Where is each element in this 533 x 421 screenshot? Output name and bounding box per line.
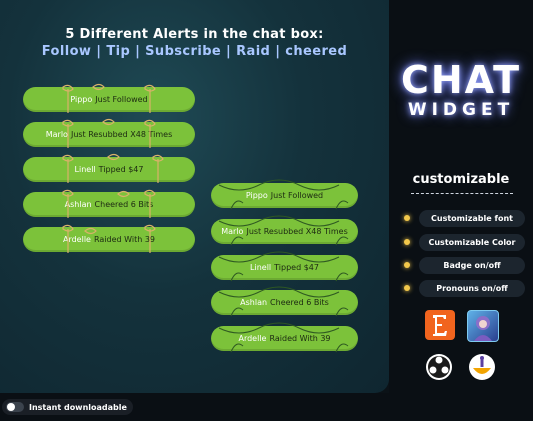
instant-download-toggle[interactable]: Instant downloadable (2, 399, 133, 415)
headline: 5 Different Alerts in the chat box: (65, 27, 324, 42)
alert-pill-raid: Ardelle Raided With 39 (23, 224, 195, 253)
bullet-dot (404, 262, 410, 268)
alert-pill-follow-vine: Pippo Just Followed (211, 179, 358, 210)
feature-pronouns-toggle: Pronouns on/off (419, 280, 525, 297)
alert-message: Raided With 39 (269, 334, 331, 343)
alert-message: Cheered 6 Bits (94, 200, 154, 209)
alert-username: Linell (74, 165, 96, 174)
alert-pill-follow: Pippo Just Followed (23, 83, 195, 113)
feature-badge-toggle: Badge on/off (419, 257, 525, 274)
alert-username: Ardelle (62, 235, 91, 244)
bullet-dot (404, 239, 410, 245)
alert-username: Linell (250, 263, 272, 272)
alert-message: Just Resubbed X48 Times (70, 130, 173, 139)
avatar-figure-icon (474, 316, 492, 341)
alert-username: Ashlan (64, 200, 92, 209)
widget-subtitle: WIDGET (407, 100, 515, 120)
features-heading: customizable (412, 172, 510, 187)
alert-pill-resub: Marlo Just Resubbed X48 Times (23, 118, 195, 148)
alert-message: Tipped $47 (98, 165, 144, 174)
streamlabs-mark-icon (469, 354, 495, 380)
alert-pill-tip: Linell Tipped $47 (23, 153, 195, 183)
anime-avatar-icon (467, 310, 499, 342)
obs-mark-icon (426, 354, 452, 380)
alert-message: Cheered 6 Bits (270, 298, 329, 307)
alert-message: Tipped $47 (274, 263, 319, 272)
feature-custom-color: Customizable Color (419, 234, 525, 251)
bullet-dot (404, 215, 410, 221)
alert-username: Marlo (221, 227, 244, 236)
alert-pill-tip-vine: Linell Tipped $47 (211, 251, 358, 282)
etsy-logo-icon (425, 310, 455, 340)
bullet-dot (404, 285, 410, 291)
alert-message: Raided With 39 (93, 235, 155, 244)
alert-pill-raid-vine: Ardelle Raided With 39 (211, 322, 358, 353)
streamlabs-logo-icon (467, 352, 497, 382)
alert-username: Ardelle (238, 334, 267, 343)
dashed-divider (411, 193, 513, 194)
alert-username: Ashlan (240, 298, 268, 307)
chat-title: CHAT (400, 58, 522, 102)
alert-pill-cheer-vine: Ashlan Cheered 6 Bits (211, 286, 358, 317)
alert-message: Just Resubbed X48 Times (246, 227, 348, 236)
toggle-label: Instant downloadable (29, 402, 127, 412)
alert-pill-cheer: Ashlan Cheered 6 Bits (23, 189, 195, 218)
alert-message: Just Followed (95, 95, 148, 104)
alert-username: Pippo (245, 191, 268, 200)
alert-message: Just Followed (270, 191, 324, 200)
alert-username: Pippo (70, 95, 93, 104)
toggle-switch[interactable] (6, 402, 24, 412)
alert-types: Follow | Tip | Subscribe | Raid | cheere… (41, 44, 348, 59)
feature-custom-font: Customizable font (419, 210, 525, 227)
alert-username: Marlo (45, 130, 68, 139)
etsy-e-icon (433, 315, 447, 336)
obs-logo-icon (424, 352, 454, 382)
alert-pill-resub-vine: Marlo Just Resubbed X48 Times (211, 215, 358, 246)
